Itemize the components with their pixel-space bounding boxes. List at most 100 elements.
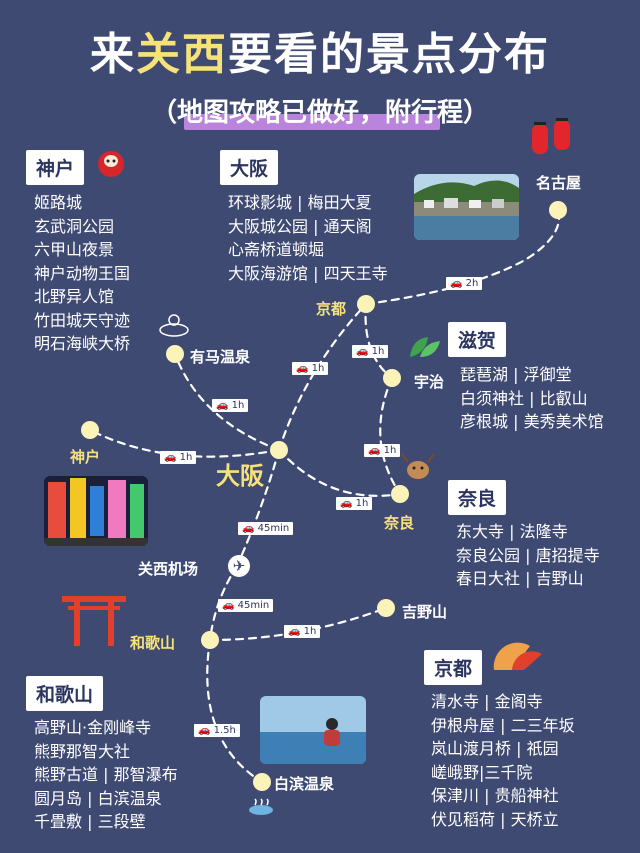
list-item: 清水寺 | 金阁寺 [431, 692, 543, 711]
route-badge-osaka-nara: 🚗 1h [336, 497, 373, 510]
route-badge-kix-wakayama: 🚗 45min [218, 599, 274, 612]
region-tag-osaka: 大阪 [220, 150, 279, 185]
list-item: 竹田城天守迹 [34, 310, 131, 330]
route-badge-kyoto-nagoya: 🚗 2h [446, 277, 483, 290]
photo-lakeside-town [414, 174, 519, 240]
route-osaka-kix [235, 448, 281, 568]
map-label-nara: 奈良 [384, 514, 415, 532]
fan-icon [490, 636, 546, 682]
route-kyoto-nagoya [364, 208, 561, 306]
subtitle: （地图攻略已做好，附行程） [150, 98, 489, 128]
onsen-bath-icon [158, 310, 190, 344]
route-badge-osaka-kobe: 🚗 1h [160, 451, 197, 464]
list-item: 保津川 | 贵船神社 [431, 786, 559, 805]
list-item: 彦根城 | 美秀美术馆 [460, 412, 604, 431]
plane-icon: ✈ [228, 555, 250, 577]
region-tag-kobe: 神户 [26, 150, 85, 185]
map-label-kyoto: 京都 [316, 300, 347, 318]
photo-onsen-bath [260, 696, 366, 764]
map-dot-nara [391, 485, 409, 503]
route-badge-osaka-arima: 🚗 1h [212, 399, 249, 412]
lantern-icon [528, 118, 576, 166]
map-dot-nagoya [549, 201, 567, 219]
list-item: 大阪城公园 | 通天阁 [228, 216, 372, 236]
list-item: 神户动物王国 [34, 263, 131, 283]
car-icon: 🚗 [296, 363, 309, 374]
title-highlight: 关西 [136, 29, 228, 80]
hot-spring-icon [246, 796, 276, 824]
list-item: 伏见稻荷 | 天桥立 [431, 809, 559, 829]
route-osaka-kyoto [277, 302, 368, 452]
map-label-uji: 宇治 [414, 373, 445, 391]
map-dot-kyoto [357, 295, 375, 313]
wakayama-spot-list: 高野山·金刚峰寺 熊野那智大社 熊野古道 | 那智瀑布 圆月岛 | 白滨温泉 千… [34, 716, 178, 834]
list-item: 姬路城 [34, 193, 83, 212]
map-dot-uji [383, 369, 401, 387]
car-icon: 🚗 [340, 498, 353, 509]
car-icon: 🚗 [450, 278, 463, 289]
region-tag-wakayama: 和歌山 [26, 676, 104, 711]
map-label-arima: 有马温泉 [190, 348, 251, 366]
map-label-shirahama: 白滨温泉 [274, 775, 335, 793]
list-item: 心斋桥道顿堀 [228, 240, 325, 259]
region-tag-kyoto: 京都 [424, 650, 483, 685]
map-label-kobe: 神户 [70, 448, 101, 466]
nara-spot-list: 东大寺 | 法隆寺 奈良公园 | 唐招提寺 春日大社 | 吉野山 [456, 520, 600, 591]
list-item: 琵琶湖 | 浮御堂 [460, 365, 572, 384]
kobe-spot-list: 姬路城 玄武洞公园 六甲山夜景 神户动物王国 北野异人馆 竹田城天守迹 明石海峡… [34, 191, 130, 356]
route-osaka-nara [277, 448, 402, 497]
list-item: 春日大社 | 吉野山 [456, 569, 584, 588]
page-title: 来关西要看的景点分布 [90, 29, 550, 80]
car-icon: 🚗 [356, 346, 369, 357]
daruma-icon [96, 148, 126, 184]
deer-icon [400, 452, 436, 488]
map-dot-yoshino [377, 599, 395, 617]
route-osaka-arima [173, 352, 281, 452]
map-dot-wakayama [201, 631, 219, 649]
map-label-osaka: 大阪 [216, 462, 264, 490]
route-badge-kyoto-uji: 🚗 1h [352, 345, 389, 358]
map-label-wakayama: 和歌山 [130, 634, 176, 652]
map-label-yoshino: 吉野山 [402, 603, 448, 621]
list-item: 熊野那智大社 [34, 741, 131, 761]
route-badge-wakayama-shirahama: 🚗 1.5h [194, 724, 240, 737]
car-icon: 🚗 [222, 600, 235, 611]
kyoto-spot-list: 清水寺 | 金阁寺 伊根舟屋 | 二三年坂 岚山渡月桥 | 祇园 嵯峨野|三千院… [431, 690, 575, 831]
subtitle-highlight-bar [184, 114, 440, 130]
route-wakayama-shirahama [206, 638, 264, 784]
list-item: 熊野古道 | 那智瀑布 [34, 765, 178, 784]
map-dot-kobe [81, 421, 99, 439]
route-badge-osaka-kyoto: 🚗 1h [292, 362, 329, 375]
car-icon: 🚗 [368, 445, 381, 456]
car-icon: 🚗 [198, 725, 211, 736]
route-uji-nara [379, 376, 402, 496]
map-dot-arima [166, 345, 184, 363]
shiga-spot-list: 琵琶湖 | 浮御堂 白须神社 | 比叡山 彦根城 | 美秀美术馆 [460, 363, 604, 434]
map-label-nagoya: 名古屋 [536, 174, 582, 192]
leaf-icon [406, 333, 442, 367]
list-item: 东大寺 | 法隆寺 [456, 522, 568, 541]
list-item: 嵯峨野|三千院 [431, 762, 533, 782]
list-item: 伊根舟屋 | 二三年坂 [431, 715, 575, 735]
region-tag-nara: 奈良 [448, 480, 507, 515]
route-badge-uji-nara: 🚗 1h [364, 444, 401, 457]
car-icon: 🚗 [288, 626, 301, 637]
list-item: 六甲山夜景 [34, 240, 115, 259]
list-item: 明石海峡大桥 [34, 334, 131, 353]
photo-dotonbori-signs [44, 476, 148, 546]
route-badge-osaka-kix: 🚗 45min [238, 522, 294, 535]
list-item: 高野山·金刚峰寺 [34, 718, 152, 737]
map-dot-osaka [270, 441, 288, 459]
list-item: 环球影城 | 梅田大夏 [228, 193, 372, 212]
list-item: 北野异人馆 [34, 287, 115, 306]
map-dot-shirahama [253, 773, 271, 791]
map-label-kix: 关西机场 [138, 560, 199, 578]
torii-gate-icon [60, 592, 128, 652]
list-item: 玄武洞公园 [34, 216, 115, 236]
list-item: 千畳敷 | 三段壁 [34, 812, 146, 831]
region-tag-shiga: 滋贺 [448, 322, 507, 357]
subtitle-block: （地图攻略已做好，附行程） [98, 92, 542, 136]
car-icon: 🚗 [216, 400, 229, 411]
list-item: 圆月岛 | 白滨温泉 [34, 788, 162, 808]
route-wakayama-yoshino [208, 606, 388, 642]
